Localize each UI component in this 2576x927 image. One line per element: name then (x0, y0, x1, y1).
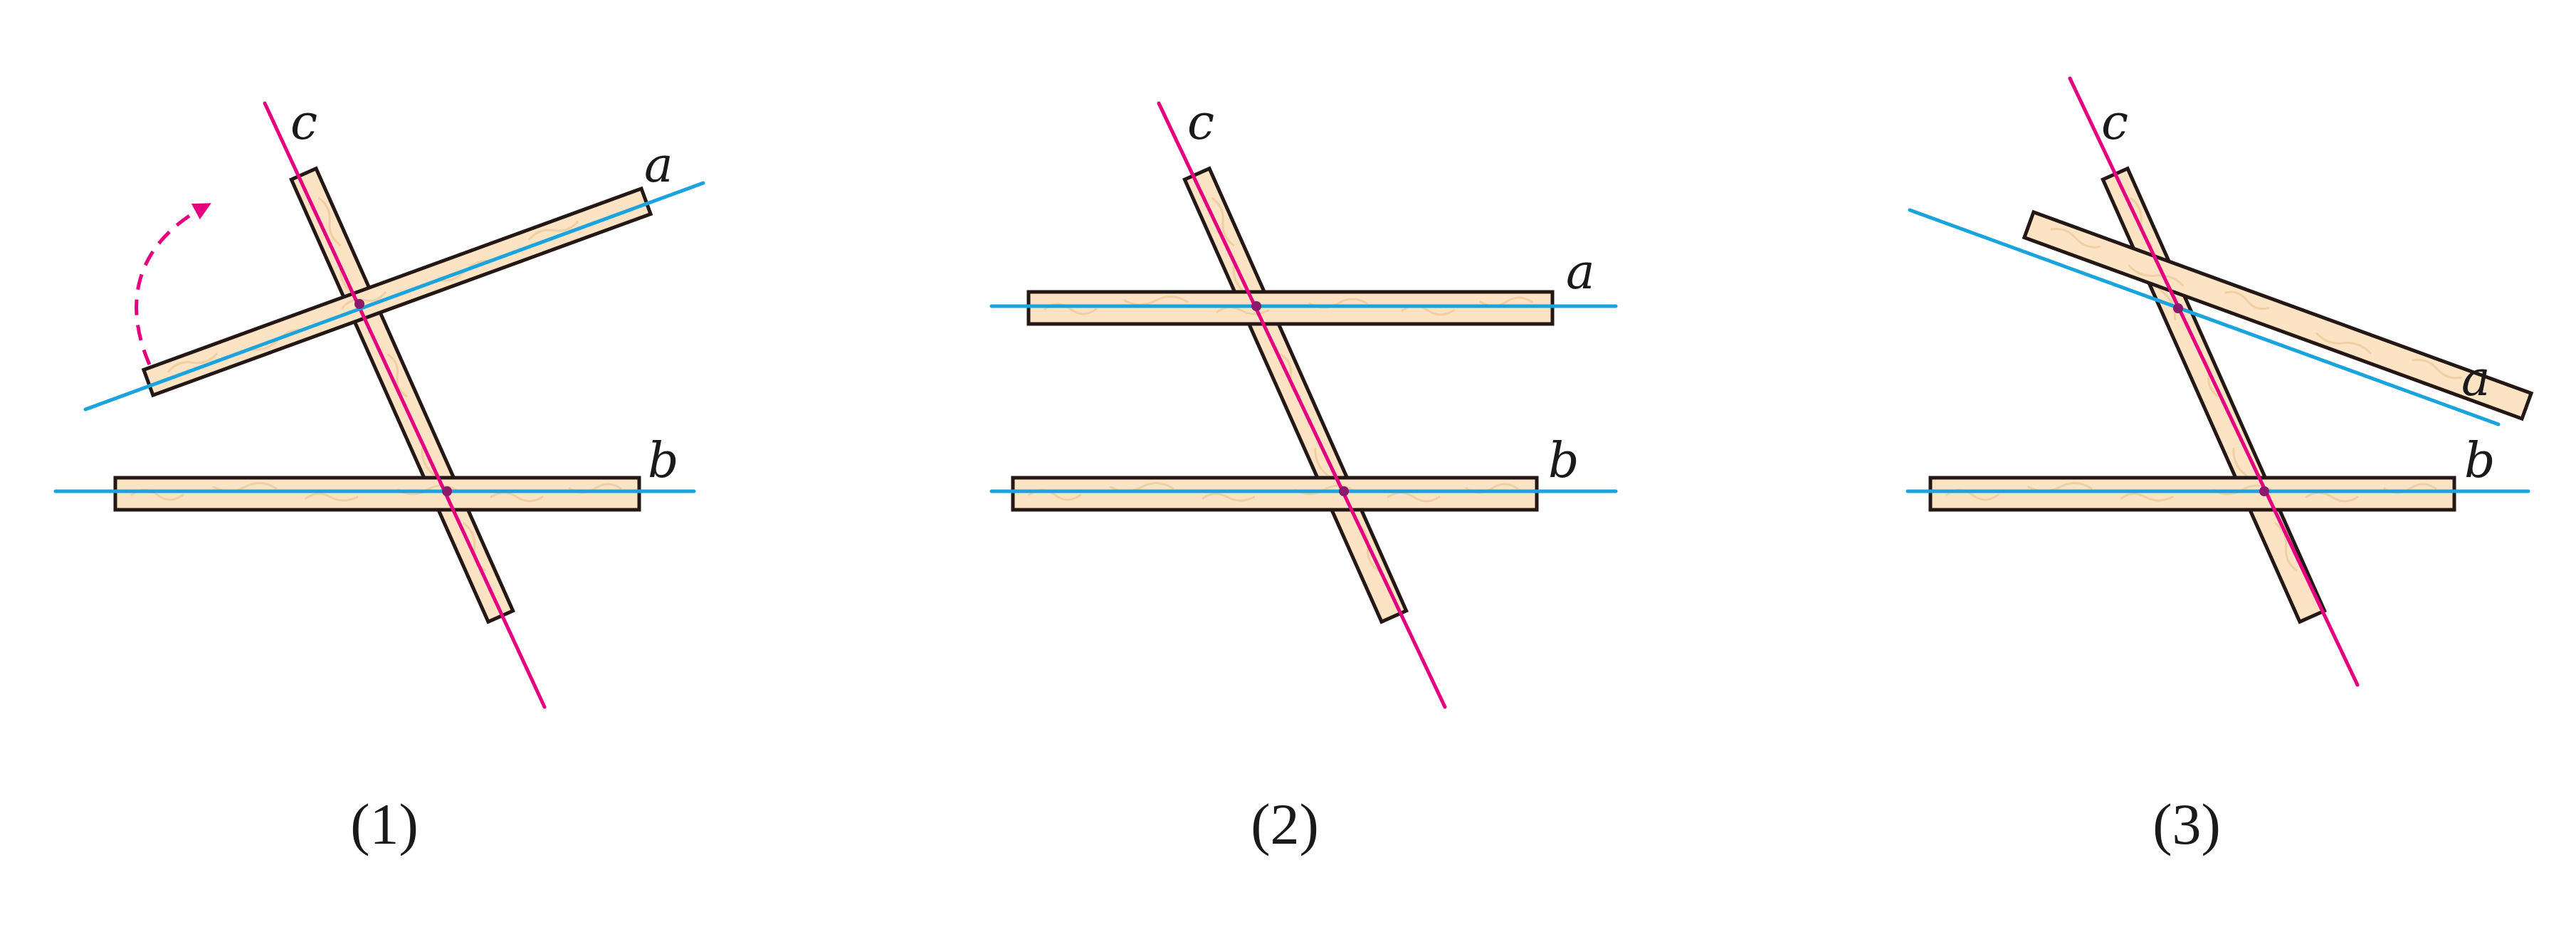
panel-3: c a b (3) (1905, 76, 2534, 857)
stick-b-body (1928, 476, 2456, 512)
stick-a-grain (2050, 227, 2463, 379)
stick-b (113, 476, 641, 512)
intersection-a-c-dot (354, 299, 364, 309)
line-a (1908, 208, 2501, 426)
label-b: b (1548, 433, 1579, 489)
label-c: c (1187, 95, 1214, 151)
stick-a-body (141, 186, 653, 398)
label-b: b (2464, 433, 2496, 489)
caption: (3) (2152, 792, 2221, 857)
intersection-b-c-dot (442, 486, 452, 496)
intersection-a-c-dot (1251, 301, 1261, 311)
caption: (2) (1251, 792, 1319, 857)
stick-b (1928, 476, 2456, 512)
label-c: c (290, 95, 317, 151)
line-a (83, 181, 705, 412)
intersection-b-c-dot (2259, 486, 2269, 496)
line-c (2068, 76, 2360, 687)
intersection-a-c-dot (2173, 303, 2183, 313)
stick-a-body (2022, 209, 2534, 421)
stick-a-grain (1043, 295, 1533, 316)
stick-b-body (1011, 476, 1539, 512)
label-b: b (648, 433, 679, 489)
stick-b-body (113, 476, 641, 512)
intersection-b-c-dot (1339, 486, 1349, 496)
caption: (1) (350, 792, 419, 857)
line-c (263, 101, 547, 709)
label-a: a (644, 137, 673, 194)
panel-1: c a b (1) (53, 95, 705, 857)
stick-c-body (2101, 166, 2327, 624)
stick-a (2022, 209, 2534, 421)
panel-2: c a b (2) (989, 95, 1618, 857)
stick-a (141, 186, 653, 398)
label-a: a (2461, 351, 2491, 407)
stick-b (1011, 476, 1539, 512)
label-c: c (2101, 95, 2128, 151)
stick-c (2101, 166, 2327, 624)
line-c (1157, 101, 1447, 709)
label-a: a (1566, 244, 1595, 300)
dashed-curved-arrow-icon (135, 203, 211, 365)
